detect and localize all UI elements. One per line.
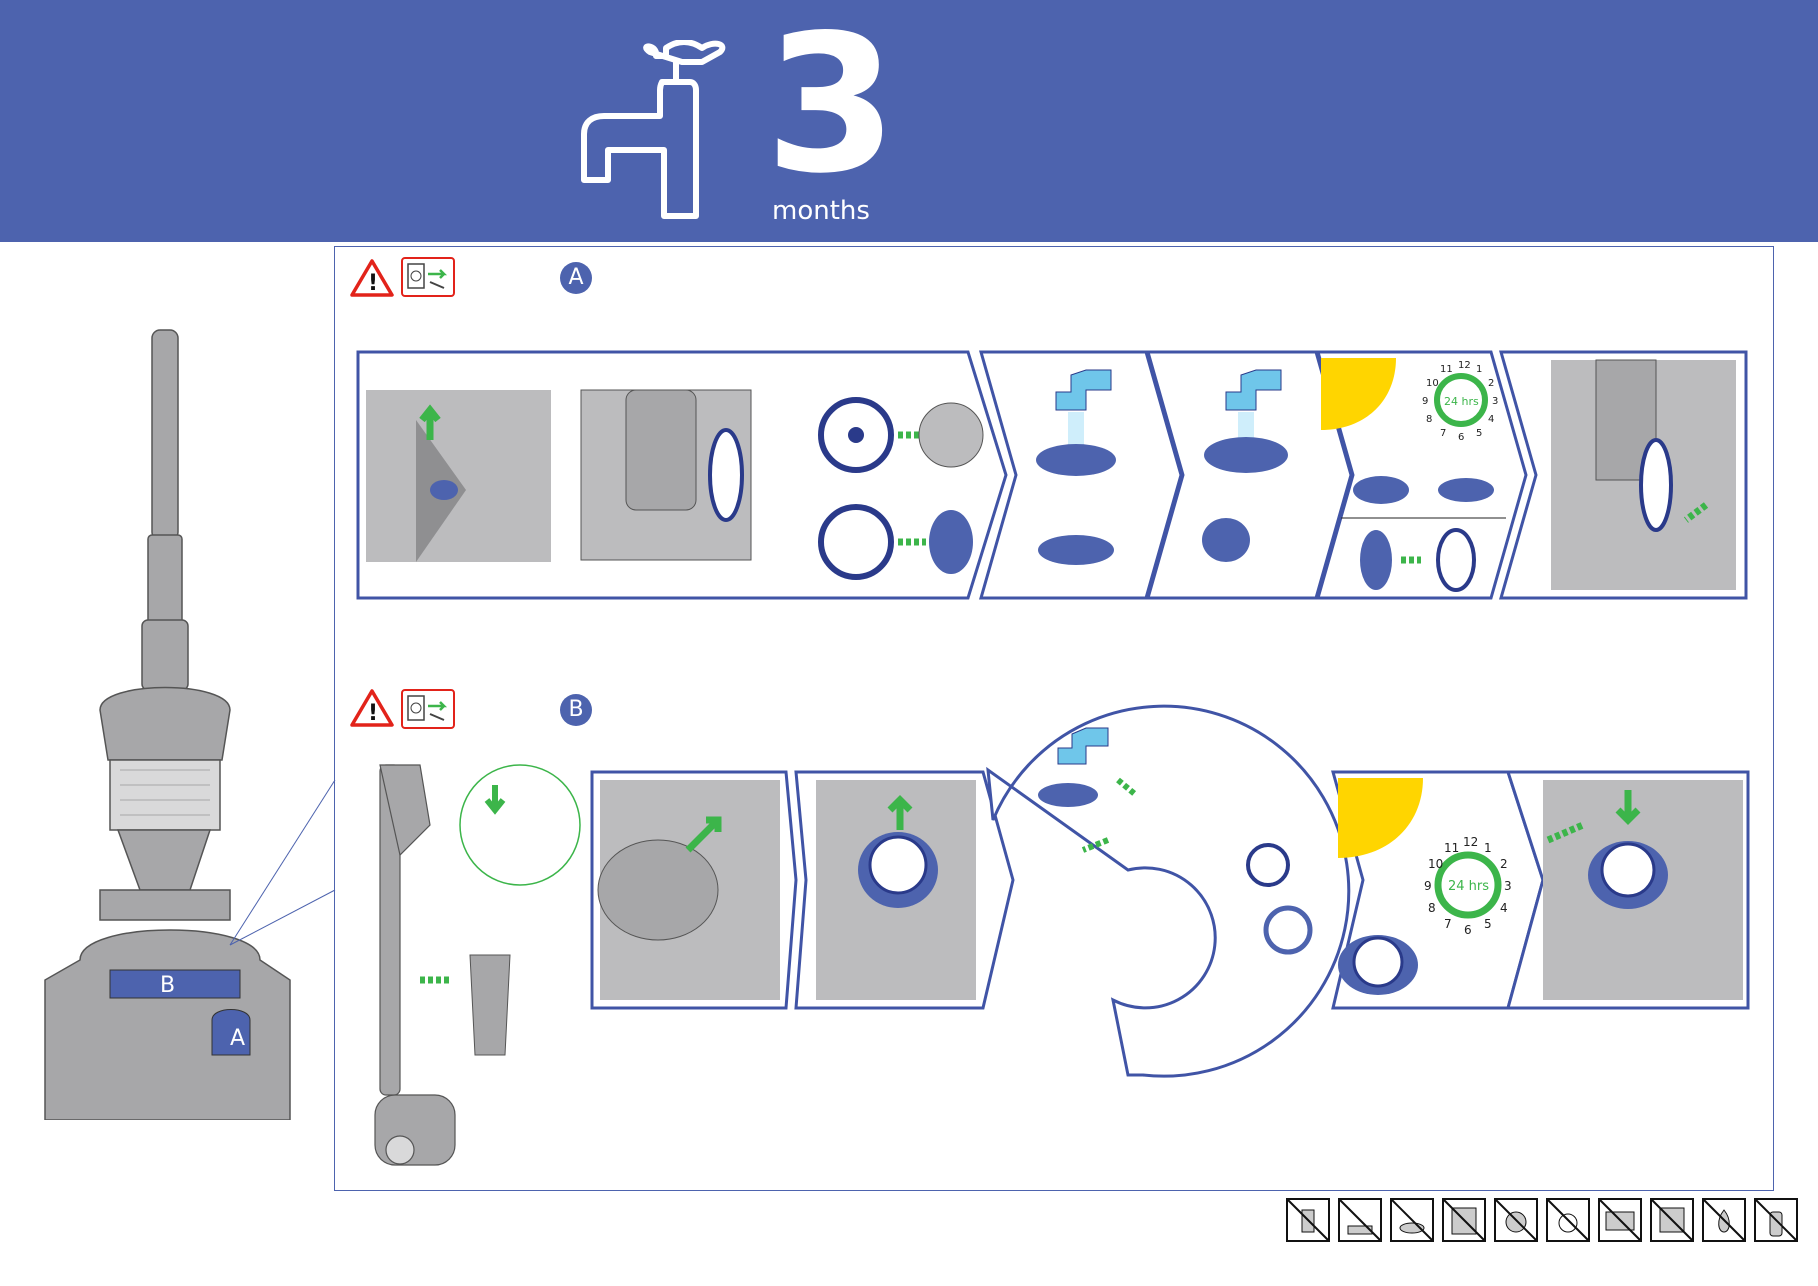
no-open-flame-icon — [1702, 1198, 1746, 1242]
svg-text:3: 3 — [1492, 396, 1498, 407]
warning-triangle-icon: ! — [350, 259, 394, 297]
svg-text:!: ! — [368, 271, 378, 296]
svg-text:11: 11 — [1440, 364, 1453, 375]
no-tumble-dryer-icon — [1494, 1198, 1538, 1242]
svg-text:1: 1 — [1476, 364, 1482, 375]
step-a1-remove-filter — [356, 350, 1008, 600]
step-b0-remove-cyclone — [374, 764, 581, 1166]
instructions-frame — [334, 246, 1774, 1191]
svg-text:1: 1 — [1484, 841, 1492, 855]
no-hairdryer-icon — [1390, 1198, 1434, 1242]
b-drying-time: 24 hrs — [1448, 879, 1489, 894]
interval-number: 3 — [765, 0, 897, 215]
svg-text:8: 8 — [1428, 901, 1436, 915]
svg-text:8: 8 — [1426, 414, 1432, 425]
no-microwave-icon — [1598, 1198, 1642, 1242]
no-dishwasher-icon — [1338, 1198, 1382, 1242]
svg-text:7: 7 — [1444, 917, 1452, 931]
svg-text:10: 10 — [1426, 378, 1439, 389]
vacuum-overview-illustration: B A — [44, 329, 291, 1120]
svg-text:6: 6 — [1464, 923, 1472, 937]
callout-lines — [229, 780, 336, 946]
no-radiator-icon — [1650, 1198, 1694, 1242]
svg-text:5: 5 — [1476, 428, 1482, 439]
svg-text:2: 2 — [1488, 378, 1494, 389]
svg-text:4: 4 — [1500, 901, 1508, 915]
svg-text:5: 5 — [1484, 917, 1492, 931]
header-banner: 3 months — [0, 0, 1818, 242]
section-b-label: B — [560, 694, 592, 726]
step-b4-dry-filter: 24 hrs 12 1 2 3 4 5 6 7 8 9 10 11 — [1331, 770, 1545, 1010]
drying-clock-icon-b — [1434, 851, 1502, 919]
svg-text:4: 4 — [1488, 414, 1494, 425]
svg-text:9: 9 — [1424, 879, 1432, 893]
section-a-steps: 24 hrs 12 1 2 3 4 5 6 7 8 9 10 11 — [356, 350, 1748, 600]
no-spray-icon — [1754, 1198, 1798, 1242]
a-drying-time: 24 hrs — [1444, 395, 1479, 408]
svg-text:12: 12 — [1463, 835, 1478, 849]
step-a2-rinse-filter — [979, 350, 1183, 600]
warning-triangle-icon-b: ! — [350, 689, 394, 727]
filter-b-label: B — [160, 973, 175, 998]
svg-text:7: 7 — [1440, 428, 1446, 439]
unplug-icon-b — [401, 689, 455, 729]
svg-text:9: 9 — [1422, 396, 1428, 407]
svg-text:6: 6 — [1458, 432, 1464, 443]
svg-text:12: 12 — [1458, 360, 1471, 371]
svg-text:10: 10 — [1428, 857, 1443, 871]
filter-b-marker — [109, 969, 241, 999]
drying-clock-icon — [1434, 373, 1488, 427]
prohibited-icons-row — [1286, 1198, 1798, 1242]
interval-unit: months — [772, 196, 870, 226]
no-oven-icon — [1442, 1198, 1486, 1242]
step-b1-unlock-filter — [590, 770, 798, 1010]
section-a-label: A — [560, 262, 592, 294]
no-washing-machine-icon — [1546, 1198, 1590, 1242]
step-a4-dry-filter: 24 hrs 12 1 2 3 4 5 6 7 8 9 10 11 — [1316, 350, 1528, 600]
water-tap-icon — [581, 40, 726, 219]
svg-text:3: 3 — [1504, 879, 1512, 893]
unplug-icon — [401, 257, 455, 297]
svg-text:2: 2 — [1500, 857, 1508, 871]
filter-a-label: A — [230, 1026, 245, 1051]
step-b3-rinse-filter — [986, 704, 1351, 1078]
svg-text:!: ! — [368, 701, 378, 726]
step-b5-refit-filter — [1505, 770, 1750, 1010]
step-a5-refit-filter — [1499, 350, 1748, 600]
step-b2-lift-filter — [794, 770, 1015, 1010]
step-a3-squeeze-filter — [1146, 350, 1353, 600]
svg-text:11: 11 — [1444, 841, 1459, 855]
no-detergent-icon — [1286, 1198, 1330, 1242]
section-b-steps: 24 hrs 12 1 2 3 4 5 6 7 8 9 10 11 — [590, 704, 1750, 1078]
zoom-callout — [459, 764, 581, 886]
